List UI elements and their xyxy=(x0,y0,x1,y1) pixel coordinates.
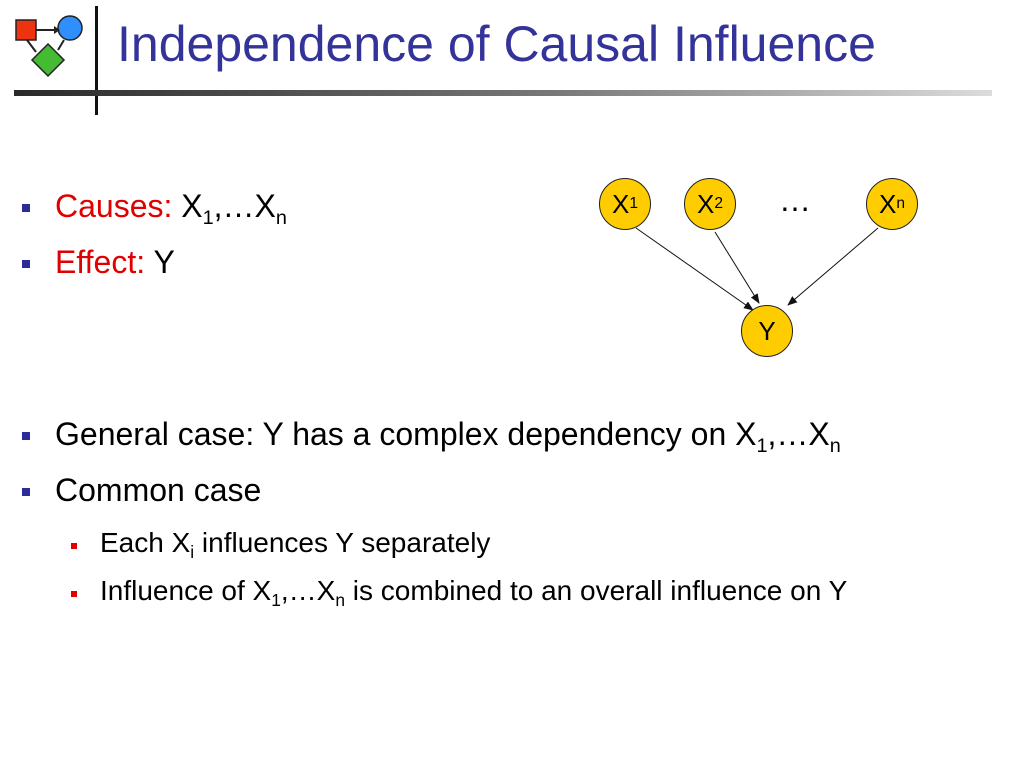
general-case-text: General case: Y has a complex dependency… xyxy=(55,416,757,452)
effect-value: Y xyxy=(153,244,175,280)
causes-sub1: 1 xyxy=(202,206,214,229)
influence-post: is combined to an overall influence on Y xyxy=(345,575,848,606)
subbullet-marker xyxy=(71,543,77,549)
causes-label: Causes: xyxy=(55,188,173,224)
subbullet-each-xi: Each Xi influences Y separately xyxy=(100,527,491,563)
influence-pre: Influence of X xyxy=(100,575,272,606)
general-case-subn: n xyxy=(829,434,841,457)
network-logo-icon xyxy=(15,15,83,78)
each-xi-pre: Each X xyxy=(100,527,191,558)
node-xn-label: X xyxy=(878,188,897,219)
influence-mid: ,…X xyxy=(280,575,336,606)
nodes-ellipsis: … xyxy=(779,182,811,218)
bullet-marker xyxy=(22,488,30,496)
node-x2-label: X xyxy=(696,188,715,219)
subbullet-influence-combined: Influence of X1,…Xn is combined to an ov… xyxy=(100,575,848,611)
node-y-label: Y xyxy=(758,315,776,346)
edge-x1-y xyxy=(635,227,754,311)
bullet-marker xyxy=(22,204,30,212)
edge-xn-y xyxy=(787,227,879,306)
each-xi-sub: i xyxy=(190,542,195,563)
bullet-common-case: Common case xyxy=(55,472,261,508)
causes-x: X xyxy=(181,188,203,224)
influence-sub1: 1 xyxy=(271,590,281,611)
bullet-effect: Effect: Y xyxy=(55,244,175,280)
title-underline xyxy=(14,90,992,96)
bullet-causes: Causes: X1,…Xn xyxy=(55,188,287,228)
common-case-text: Common case xyxy=(55,472,262,508)
edge-x2-y xyxy=(714,231,760,304)
bullet-marker xyxy=(22,432,30,440)
causes-subn: n xyxy=(275,206,287,229)
each-xi-post: influences Y separately xyxy=(194,527,491,558)
effect-label: Effect: xyxy=(55,244,146,280)
title-divider-vertical xyxy=(95,6,98,115)
node-x1-label: X xyxy=(611,188,630,219)
bullet-marker xyxy=(22,260,30,268)
influence-subn: n xyxy=(335,590,346,611)
general-case-mid: ,…X xyxy=(767,416,830,452)
general-case-sub1: 1 xyxy=(756,434,768,457)
subbullet-marker xyxy=(71,591,77,597)
node-y: Y xyxy=(741,305,793,357)
slide-title: Independence of Causal Influence xyxy=(117,16,876,72)
causes-mid: ,…X xyxy=(213,188,276,224)
bullet-general-case: General case: Y has a complex dependency… xyxy=(55,416,841,456)
